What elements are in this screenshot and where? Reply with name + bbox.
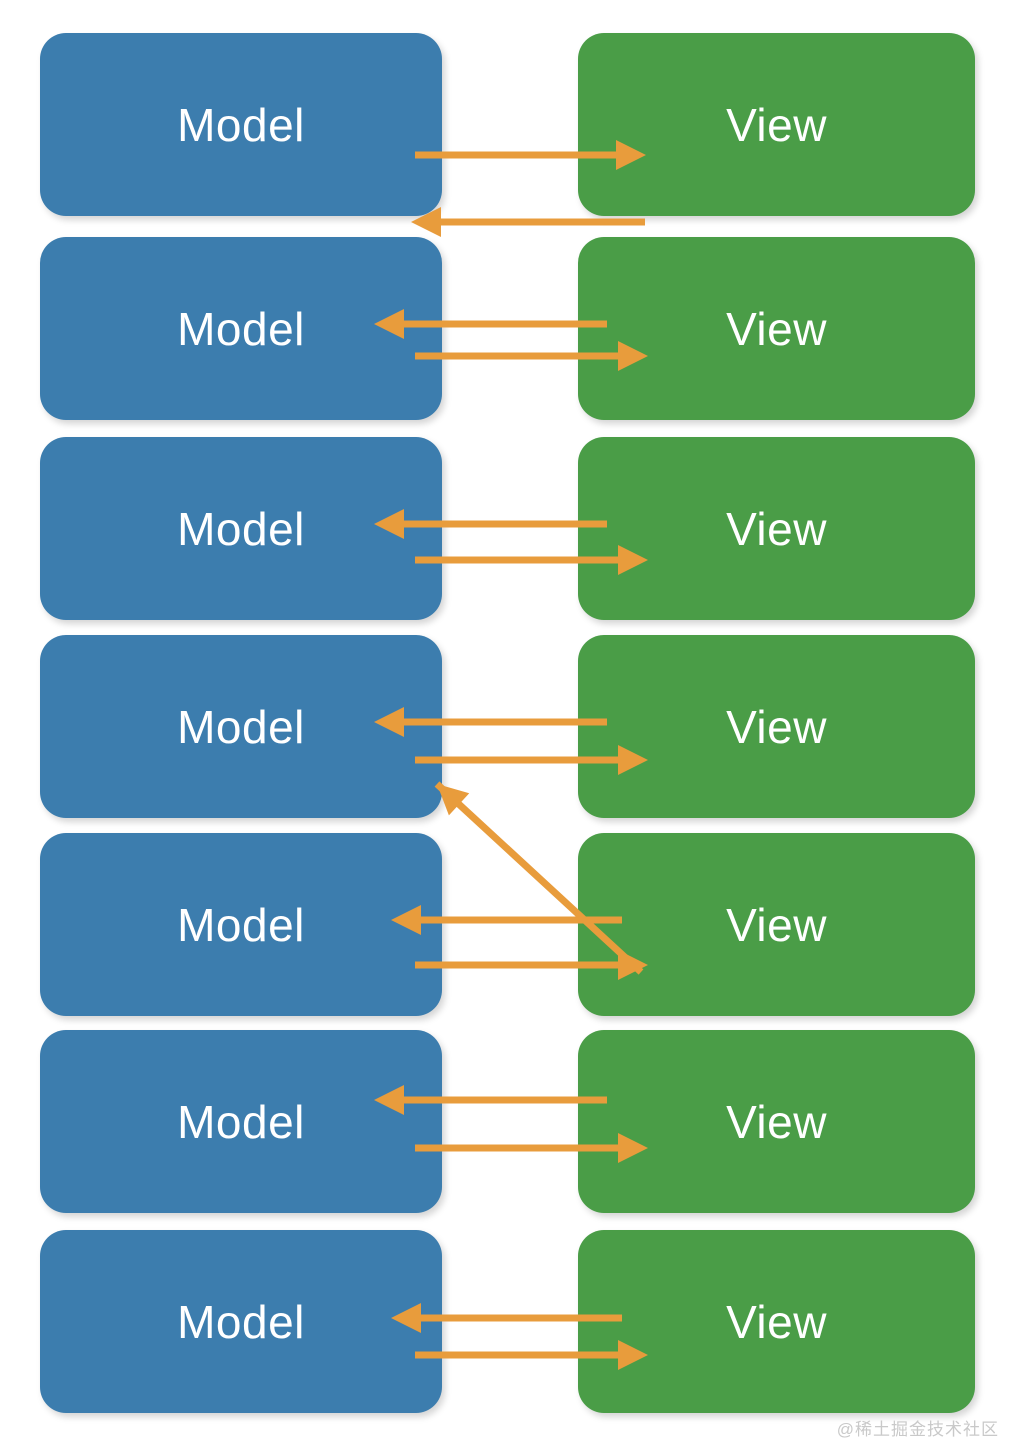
view-node[interactable]: View	[578, 635, 975, 818]
model-node-label: Model	[177, 1095, 305, 1148]
model-node[interactable]: Model	[40, 833, 442, 1016]
model-node[interactable]: Model	[40, 1030, 442, 1213]
model-node[interactable]: Model	[40, 237, 442, 420]
diagram-row: Model View	[0, 833, 1017, 1016]
view-node[interactable]: View	[578, 1030, 975, 1213]
model-node-label: Model	[177, 98, 305, 151]
model-node[interactable]: Model	[40, 635, 442, 818]
diagram-row: Model View	[0, 33, 1017, 216]
watermark: @稀土掘金技术社区	[836, 1420, 999, 1439]
view-node-label: View	[726, 898, 827, 951]
view-node-label: View	[726, 1095, 827, 1148]
diagram-row: Model View	[0, 237, 1017, 420]
model-node-label: Model	[177, 1295, 305, 1348]
view-node[interactable]: View	[578, 1230, 975, 1413]
model-node-label: Model	[177, 700, 305, 753]
view-node[interactable]: View	[578, 237, 975, 420]
diagram-row: Model View	[0, 1030, 1017, 1213]
model-node[interactable]: Model	[40, 1230, 442, 1413]
model-node-label: Model	[177, 502, 305, 555]
view-node-label: View	[726, 700, 827, 753]
model-node-label: Model	[177, 302, 305, 355]
view-node[interactable]: View	[578, 33, 975, 216]
model-node[interactable]: Model	[40, 437, 442, 620]
view-node-label: View	[726, 1295, 827, 1348]
view-node-label: View	[726, 302, 827, 355]
diagram-row: Model View	[0, 635, 1017, 818]
model-node-label: Model	[177, 898, 305, 951]
view-node-label: View	[726, 98, 827, 151]
view-node-label: View	[726, 502, 827, 555]
model-node[interactable]: Model	[40, 33, 442, 216]
diagram-row: Model View	[0, 1230, 1017, 1413]
diagram-row: Model View	[0, 437, 1017, 620]
view-node[interactable]: View	[578, 437, 975, 620]
view-node[interactable]: View	[578, 833, 975, 1016]
